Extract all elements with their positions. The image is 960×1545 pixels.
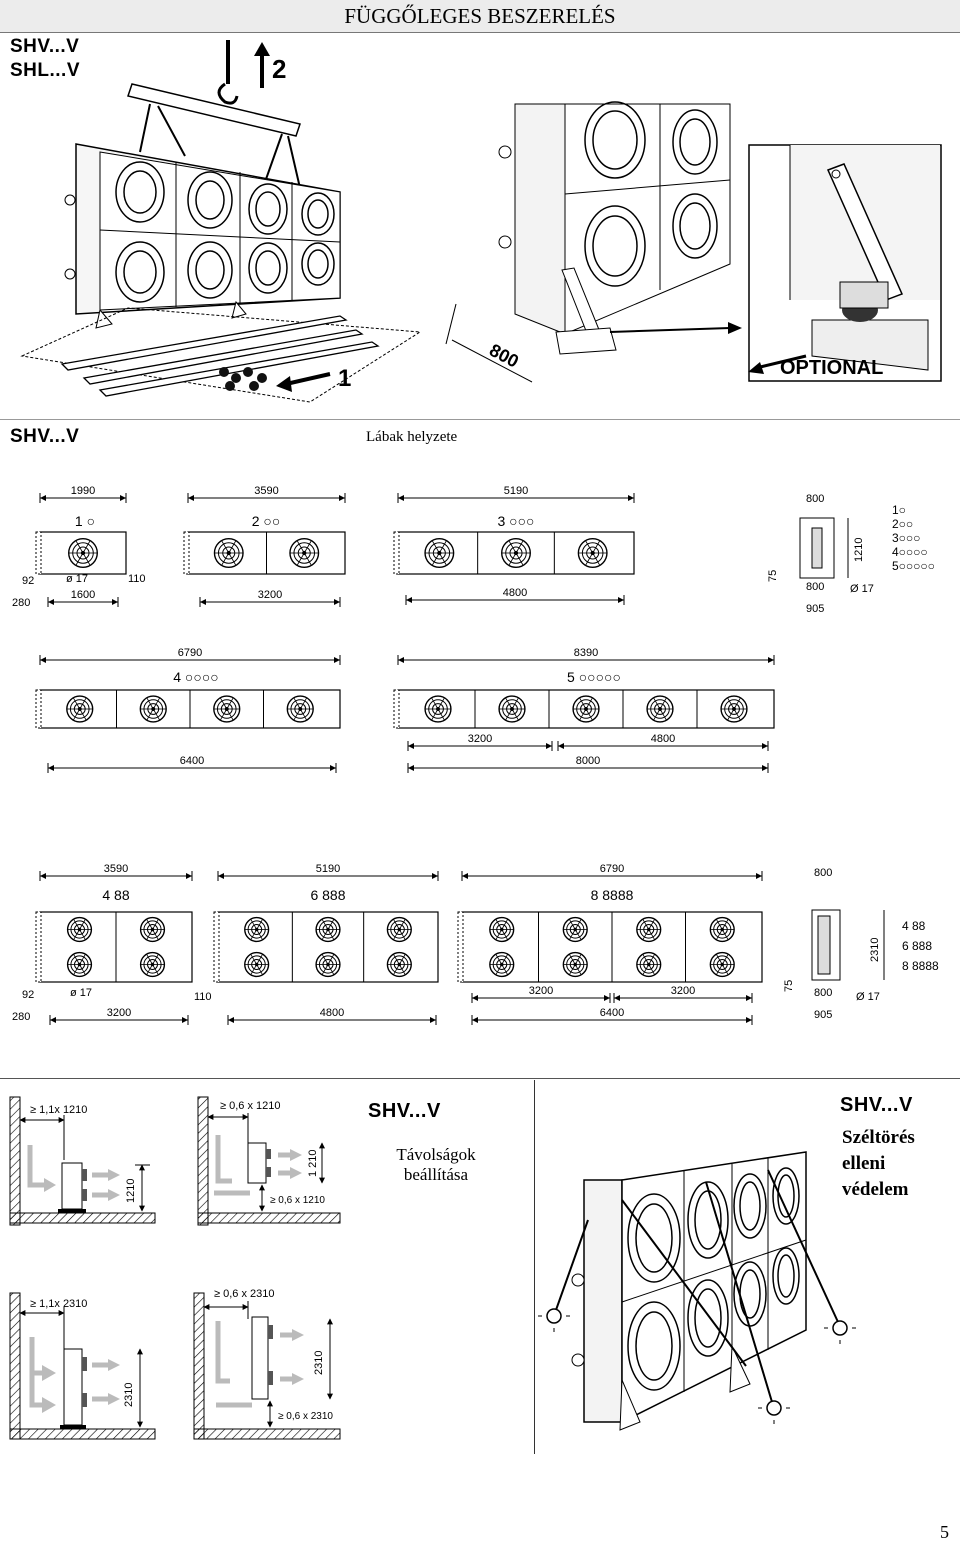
dim-800-label: 800 xyxy=(486,340,522,372)
dim-total-5: 8390 xyxy=(574,647,598,659)
side2-905: 905 xyxy=(814,1009,832,1021)
unit-label-7: 6 888 xyxy=(310,887,345,903)
clearance-diagram-a: ≥ 1,1x 1210 1210 xyxy=(9,1096,156,1226)
clearance-d-top: ≥ 0,6 x 2310 xyxy=(214,1288,274,1300)
clearance-b-height: 1 210 xyxy=(307,1149,319,1177)
page-header xyxy=(0,0,960,33)
dim-92-b: 92 xyxy=(22,989,34,1001)
unit-label-3: 3 ○○○ xyxy=(497,513,534,529)
dim-total-8: 6790 xyxy=(600,863,624,875)
dim-span-5a: 3200 xyxy=(468,733,492,745)
clearance-diagram-c: ≥ 1,1x 2310 2310 xyxy=(9,1292,156,1440)
clearance-d-height: 2310 xyxy=(313,1351,325,1375)
side-905: 905 xyxy=(806,603,824,615)
clearance-title-line-2: beállítása xyxy=(403,1165,469,1184)
dim-span-1: 1600 xyxy=(71,589,95,601)
wind-title-line-2: elleni xyxy=(842,1153,886,1174)
legs-model-label: SHV...V xyxy=(10,426,80,447)
clearance-diagram-b: ≥ 0,6 x 1210 1 210 ≥ 0,6 x 1210 xyxy=(197,1096,341,1226)
wind-protection-illustration xyxy=(538,1151,856,1431)
clearance-diagrams: ≥ 1,1x 1210 1210 ≥ 0,6 x 1210 1 210 ≥ 0,… xyxy=(9,1096,341,1440)
clearance-model-label: SHV...V xyxy=(368,1100,441,1122)
side2-75: 75 xyxy=(783,980,795,992)
unit-label-8: 8 8888 xyxy=(591,887,634,903)
unit-label-1: 1 ○ xyxy=(75,513,95,529)
dim-total-4: 6790 xyxy=(178,647,202,659)
dim-110-b: 110 xyxy=(194,991,212,1003)
clearance-b-top: ≥ 0,6 x 1210 xyxy=(220,1100,280,1112)
legend-item: 3○○○ xyxy=(892,531,920,545)
dim-280: 280 xyxy=(12,597,30,609)
optional-label: OPTIONAL xyxy=(780,357,883,379)
wind-title-line-3: védelem xyxy=(842,1179,909,1200)
leg-positions-drawing: 1990 1 ○ 1600 92 110 280 ø 17 3590 2 ○○ 3200 5190 3… xyxy=(12,485,939,1025)
unit-label-6: 4 88 xyxy=(102,887,129,903)
dim-total-6: 3590 xyxy=(104,863,128,875)
unit-label-4: 4 ○○○○ xyxy=(173,669,219,685)
legend-item: 1○ xyxy=(892,503,906,517)
clearance-title-line-1: Távolságok xyxy=(396,1145,476,1164)
unit-label-2: 2 ○○ xyxy=(252,513,281,529)
section-divider-vertical xyxy=(534,1080,535,1454)
legend2-item: 4 88 xyxy=(902,919,926,933)
dim-span-8b: 3200 xyxy=(671,985,695,997)
dim-span-2: 3200 xyxy=(258,589,282,601)
dim-span-8a: 3200 xyxy=(529,985,553,997)
legend-item: 4○○○○ xyxy=(892,545,928,559)
wind-title-line-1: Széltörés xyxy=(842,1127,915,1148)
legend2-item: 8 8888 xyxy=(902,959,939,973)
side2-height: 2310 xyxy=(869,938,881,962)
installation-illustration: 2 1 xyxy=(20,40,942,403)
dim-total-2: 3590 xyxy=(254,485,278,497)
dim-span-3: 4800 xyxy=(503,587,527,599)
dim-span-8: 6400 xyxy=(600,1007,624,1019)
dim-span-5b: 4800 xyxy=(651,733,675,745)
clearance-c-height: 2310 xyxy=(123,1383,135,1407)
wind-model-label: SHV...V xyxy=(840,1094,913,1116)
clearance-d-bottom: ≥ 0,6 x 2310 xyxy=(278,1411,333,1422)
dim-span-5: 8000 xyxy=(576,755,600,767)
dim-span-6: 3200 xyxy=(107,1007,131,1019)
side2-hole: Ø 17 xyxy=(856,991,880,1003)
side-height: 1210 xyxy=(853,538,865,562)
dim-total-7: 5190 xyxy=(316,863,340,875)
page-number: 5 xyxy=(940,1522,949,1542)
legend2-item: 6 888 xyxy=(902,939,932,953)
side-800: 800 xyxy=(806,581,824,593)
model-label-v: SHV...V xyxy=(10,36,80,57)
side2-800: 800 xyxy=(814,987,832,999)
clearance-a-top: ≥ 1,1x 1210 xyxy=(30,1104,87,1116)
dim-total-1: 1990 xyxy=(71,485,95,497)
dim-span-4: 6400 xyxy=(180,755,204,767)
clearance-c-top: ≥ 1,1x 2310 xyxy=(30,1298,87,1310)
section-divider-2 xyxy=(0,1078,960,1079)
wind-title: Széltörés elleni védelem xyxy=(842,1125,915,1203)
page-title: FÜGGŐLEGES BESZERELÉS xyxy=(344,4,616,28)
dim-92: 92 xyxy=(22,575,34,587)
legend-item: 2○○ xyxy=(892,517,913,531)
model-label-l: SHL...V xyxy=(10,60,81,81)
side-hole: Ø 17 xyxy=(850,583,874,595)
section-divider-1 xyxy=(0,419,960,420)
clearance-diagram-d: ≥ 0,6 x 2310 2310 ≥ 0,6 x 2310 xyxy=(193,1288,341,1440)
legs-title: Lábak helyzete xyxy=(366,429,458,445)
clearance-b-bottom: ≥ 0,6 x 1210 xyxy=(270,1195,325,1206)
clearance-title: Távolságok beállítása xyxy=(382,1145,490,1185)
dim-110: 110 xyxy=(128,573,146,585)
hole-diameter: ø 17 xyxy=(66,573,88,585)
dim-280-b: 280 xyxy=(12,1011,30,1023)
legend-item: 5○○○○○ xyxy=(892,559,935,573)
step-2-label: 2 xyxy=(272,54,286,84)
dim-span-7: 4800 xyxy=(320,1007,344,1019)
step-1-label: 1 xyxy=(338,365,351,392)
hole-diameter-b: ø 17 xyxy=(70,987,92,999)
clearance-a-height: 1210 xyxy=(125,1179,137,1203)
side-75: 75 xyxy=(767,570,779,582)
side2-width: 800 xyxy=(814,867,832,879)
side-width: 800 xyxy=(806,493,824,505)
dim-total-3: 5190 xyxy=(504,485,528,497)
unit-label-5: 5 ○○○○○ xyxy=(567,669,621,685)
